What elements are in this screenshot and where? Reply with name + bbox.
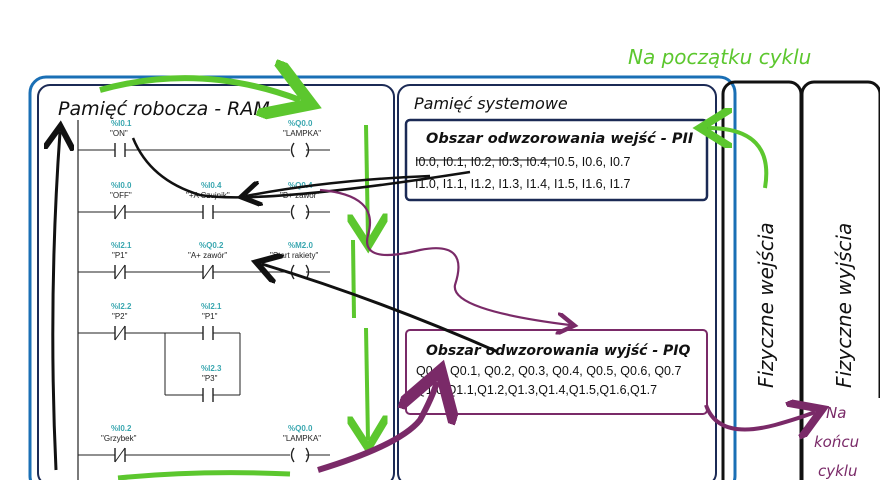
scan-down-arrow-3 — [366, 327, 368, 440]
n2-contact1-sym: "OFF" — [110, 191, 132, 200]
n3-coil-addr: %M2.0 — [288, 241, 313, 250]
piq-row-1: Q1.0,Q1.1,Q1.2,Q1.3,Q1.4,Q1.5,Q1.6,Q1.7 — [416, 383, 657, 397]
n3-coil-sym: "Start rakiety" — [270, 251, 319, 260]
network-4: %I2.2 "P2" %I2.1 "P1" %I2.3 "P3" — [78, 302, 241, 402]
piq-title: Obszar odwzorowania wyjść - PIQ — [426, 343, 690, 359]
system-title: Pamięć systemowe — [414, 94, 568, 113]
scan-down-arrow-2 — [351, 239, 356, 319]
physical-inputs-label: Fizyczne wejścia — [754, 222, 778, 388]
read-arrow-on — [131, 137, 471, 199]
pii-box — [404, 118, 709, 202]
n3-contact1-sym: "P1" — [112, 251, 128, 260]
n3-contact1-addr: %I2.1 — [111, 241, 132, 250]
cycle-start-label: Na początku cyklu — [628, 45, 811, 69]
cycle-up-arrow — [53, 132, 60, 471]
network-2: %I0.0 "OFF" %I0.4 "+A Czujnik" %Q0.4 "B+… — [78, 181, 330, 220]
write-arrow-b-valve — [319, 188, 570, 325]
n2-contact2-addr: %I0.4 — [201, 181, 222, 190]
n5-contact-addr: %I0.2 — [111, 424, 132, 433]
physical-outputs-label: Fizyczne wyjścia — [832, 223, 856, 388]
pii-row-1: I1.0, I1.1, I1.2, I1.3, I1.4, I1.5, I1.6… — [415, 177, 630, 191]
network-5: %I0.2 "Grzybek" %Q0.0 "LAMPKA" — [78, 424, 330, 463]
scan-bottom-arrow — [117, 470, 291, 480]
n4-contact3-sym: "P3" — [202, 374, 218, 383]
n5-coil-sym: "LAMPKA" — [283, 434, 321, 443]
system-box — [397, 84, 717, 480]
n4-contact3-addr: %I2.3 — [201, 364, 222, 373]
network-3: %I2.1 "P1" %Q0.2 "A+ zawór" %M2.0 "Start… — [78, 241, 330, 280]
cycle-end-label-2: końcu — [814, 433, 859, 451]
n2-coil-sym: "B+ zawór" — [280, 191, 319, 200]
cycle-end-label-1: Na — [826, 404, 846, 422]
n4-contact2-addr: %I2.1 — [201, 302, 222, 311]
n1-coil-addr: %Q0.0 — [288, 119, 313, 128]
n5-contact-sym: "Grzybek" — [101, 434, 137, 443]
read-arrow-valve — [262, 264, 499, 354]
n1-contact-sym: "ON" — [110, 129, 128, 138]
n1-contact-addr: %I0.1 — [111, 119, 132, 128]
network-1: %I0.1 "ON" %Q0.0 "LAMPKA" — [78, 119, 330, 158]
write-arrow-lamp — [317, 382, 437, 473]
n2-contact1-addr: %I0.0 — [111, 181, 132, 190]
n5-coil-addr: %Q0.0 — [288, 424, 313, 433]
outer-frame — [28, 75, 737, 480]
read-arrow-sensor — [246, 174, 431, 196]
input-copy-arrow — [708, 128, 769, 189]
pii-title: Obszar odwzorowania wejść - PII — [426, 131, 694, 147]
ram-title: Pamięć robocza - RAM — [58, 98, 270, 120]
pii-row-0: I0.0, I0.1, I0.2, I0.3, I0.4, I0.5, I0.6… — [415, 155, 630, 169]
n1-coil-sym: "LAMPKA" — [283, 129, 321, 138]
cycle-end-label-3: cyklu — [818, 462, 858, 480]
scan-down-arrow-1 — [366, 124, 368, 238]
n3-contact2-sym: "A+ zawór" — [188, 251, 227, 260]
physical-outputs-box — [800, 80, 880, 480]
ram-box — [37, 84, 395, 480]
piq-row-0: Q0.0, Q0.1, Q0.2, Q0.3, Q0.4, Q0.5, Q0.6… — [416, 364, 681, 378]
scan-top-arrow — [99, 78, 300, 100]
n4-contact1-sym: "P2" — [112, 312, 128, 321]
n3-contact2-addr: %Q0.2 — [199, 241, 224, 250]
n4-contact1-addr: %I2.2 — [111, 302, 132, 311]
n2-coil-addr: %Q0.4 — [288, 181, 313, 190]
n4-contact2-sym: "P1" — [202, 312, 218, 321]
output-copy-arrow — [704, 405, 815, 430]
